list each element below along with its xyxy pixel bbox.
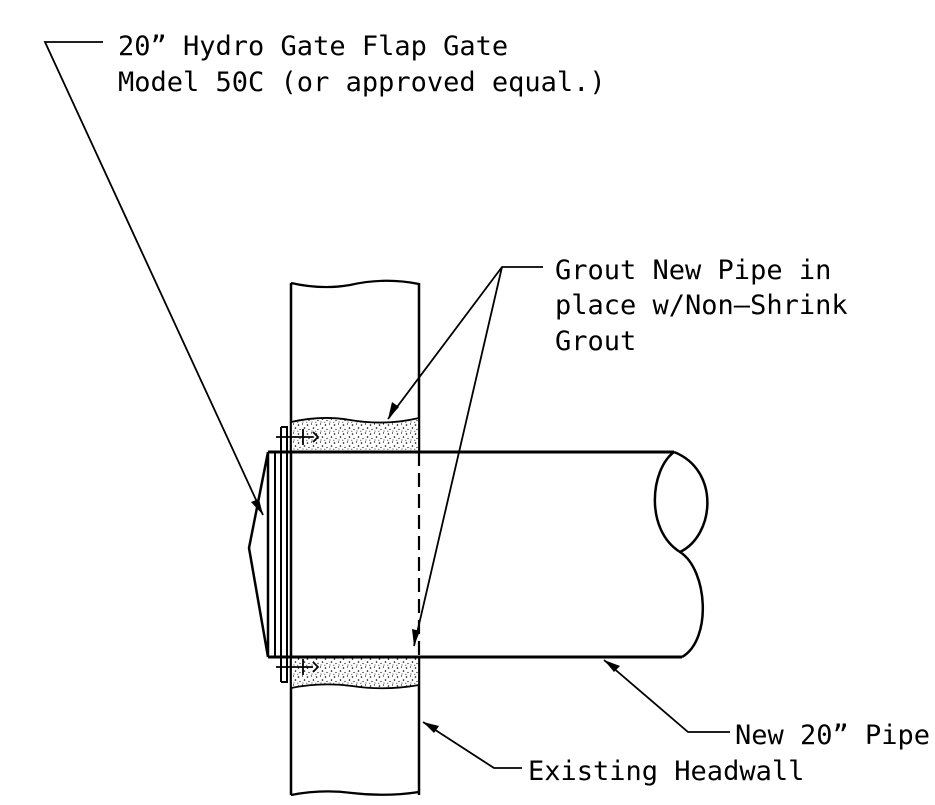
grout-leader xyxy=(387,266,543,647)
new-pipe-leader xyxy=(603,659,730,733)
headwall-leader xyxy=(422,721,522,769)
headwall-leader-arrow xyxy=(423,722,439,733)
grout-leader-arrow-bottom xyxy=(412,629,420,646)
grout-label-line1: Grout New Pipe in xyxy=(555,255,831,286)
flap-gate-body xyxy=(247,451,270,658)
new-pipe-label: New 20” Pipe xyxy=(735,720,930,751)
callout-labels: 20” Hydro Gate Flap Gate Model 50C (or a… xyxy=(118,31,930,787)
grout-leader-arrow-top xyxy=(388,402,399,419)
anchor-bolt-bottom xyxy=(276,659,320,675)
grout-bottom xyxy=(290,656,420,690)
flap-gate-leader xyxy=(43,41,264,516)
new-pipe-leader-arrow xyxy=(604,660,620,672)
grout-label-line2: place w/Non–Shrink xyxy=(555,290,848,321)
new-pipe xyxy=(268,450,709,659)
leaders xyxy=(43,41,730,769)
anchor-bolt-top xyxy=(276,429,320,445)
non-shrink-grout xyxy=(290,416,420,690)
headwall-top-break xyxy=(290,279,420,289)
flap-gate xyxy=(247,426,320,683)
flap-gate-label-line2: Model 50C (or approved equal.) xyxy=(118,67,606,98)
pipe-end-break xyxy=(653,450,709,659)
flap-gate-label-line1: 20” Hydro Gate Flap Gate xyxy=(118,31,508,62)
flap-gate-leader-arrow xyxy=(251,499,263,515)
headwall-bottom-break xyxy=(290,790,420,797)
flap-gate-flange xyxy=(274,426,288,683)
headwall xyxy=(289,279,421,797)
grout-label-line3: Grout xyxy=(555,326,636,357)
grout-top xyxy=(290,416,420,453)
headwall-label: Existing Headwall xyxy=(528,756,804,787)
